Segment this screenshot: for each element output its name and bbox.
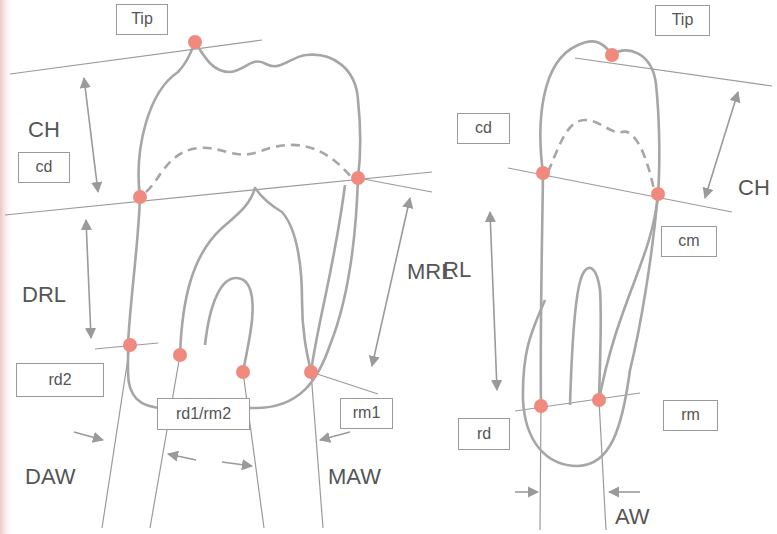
box-label: rm — [681, 406, 700, 423]
label-box: rd — [458, 418, 510, 450]
box-label: cm — [678, 232, 699, 249]
box-label: rd1/rm2 — [176, 405, 231, 422]
box-label: cd — [36, 158, 53, 175]
label-box: cm — [661, 226, 717, 257]
dimension-label: DAW — [25, 465, 76, 489]
dimension-label: CH — [28, 118, 60, 142]
box-label: Tip — [672, 11, 694, 28]
dimension-label: MAW — [328, 465, 381, 489]
label-box: rm1 — [340, 398, 393, 429]
dimension-label: CH — [738, 176, 770, 200]
label-box: rm — [663, 400, 718, 431]
label-box: Tip — [116, 4, 168, 35]
box-label: rm1 — [353, 404, 381, 421]
dimension-label: RL — [443, 258, 471, 282]
label-box: cd — [457, 113, 510, 144]
box-label: rd — [477, 425, 491, 442]
dimension-label: AW — [615, 505, 650, 529]
box-label: rd2 — [48, 371, 71, 388]
label-box: rd2 — [16, 363, 104, 397]
label-box: cd — [18, 152, 70, 183]
dimension-label: DRL — [22, 283, 66, 307]
box-label: cd — [475, 119, 492, 136]
box-label: Tip — [131, 10, 153, 27]
label-box: Tip — [655, 5, 710, 36]
label-box: rd1/rm2 — [157, 398, 250, 430]
